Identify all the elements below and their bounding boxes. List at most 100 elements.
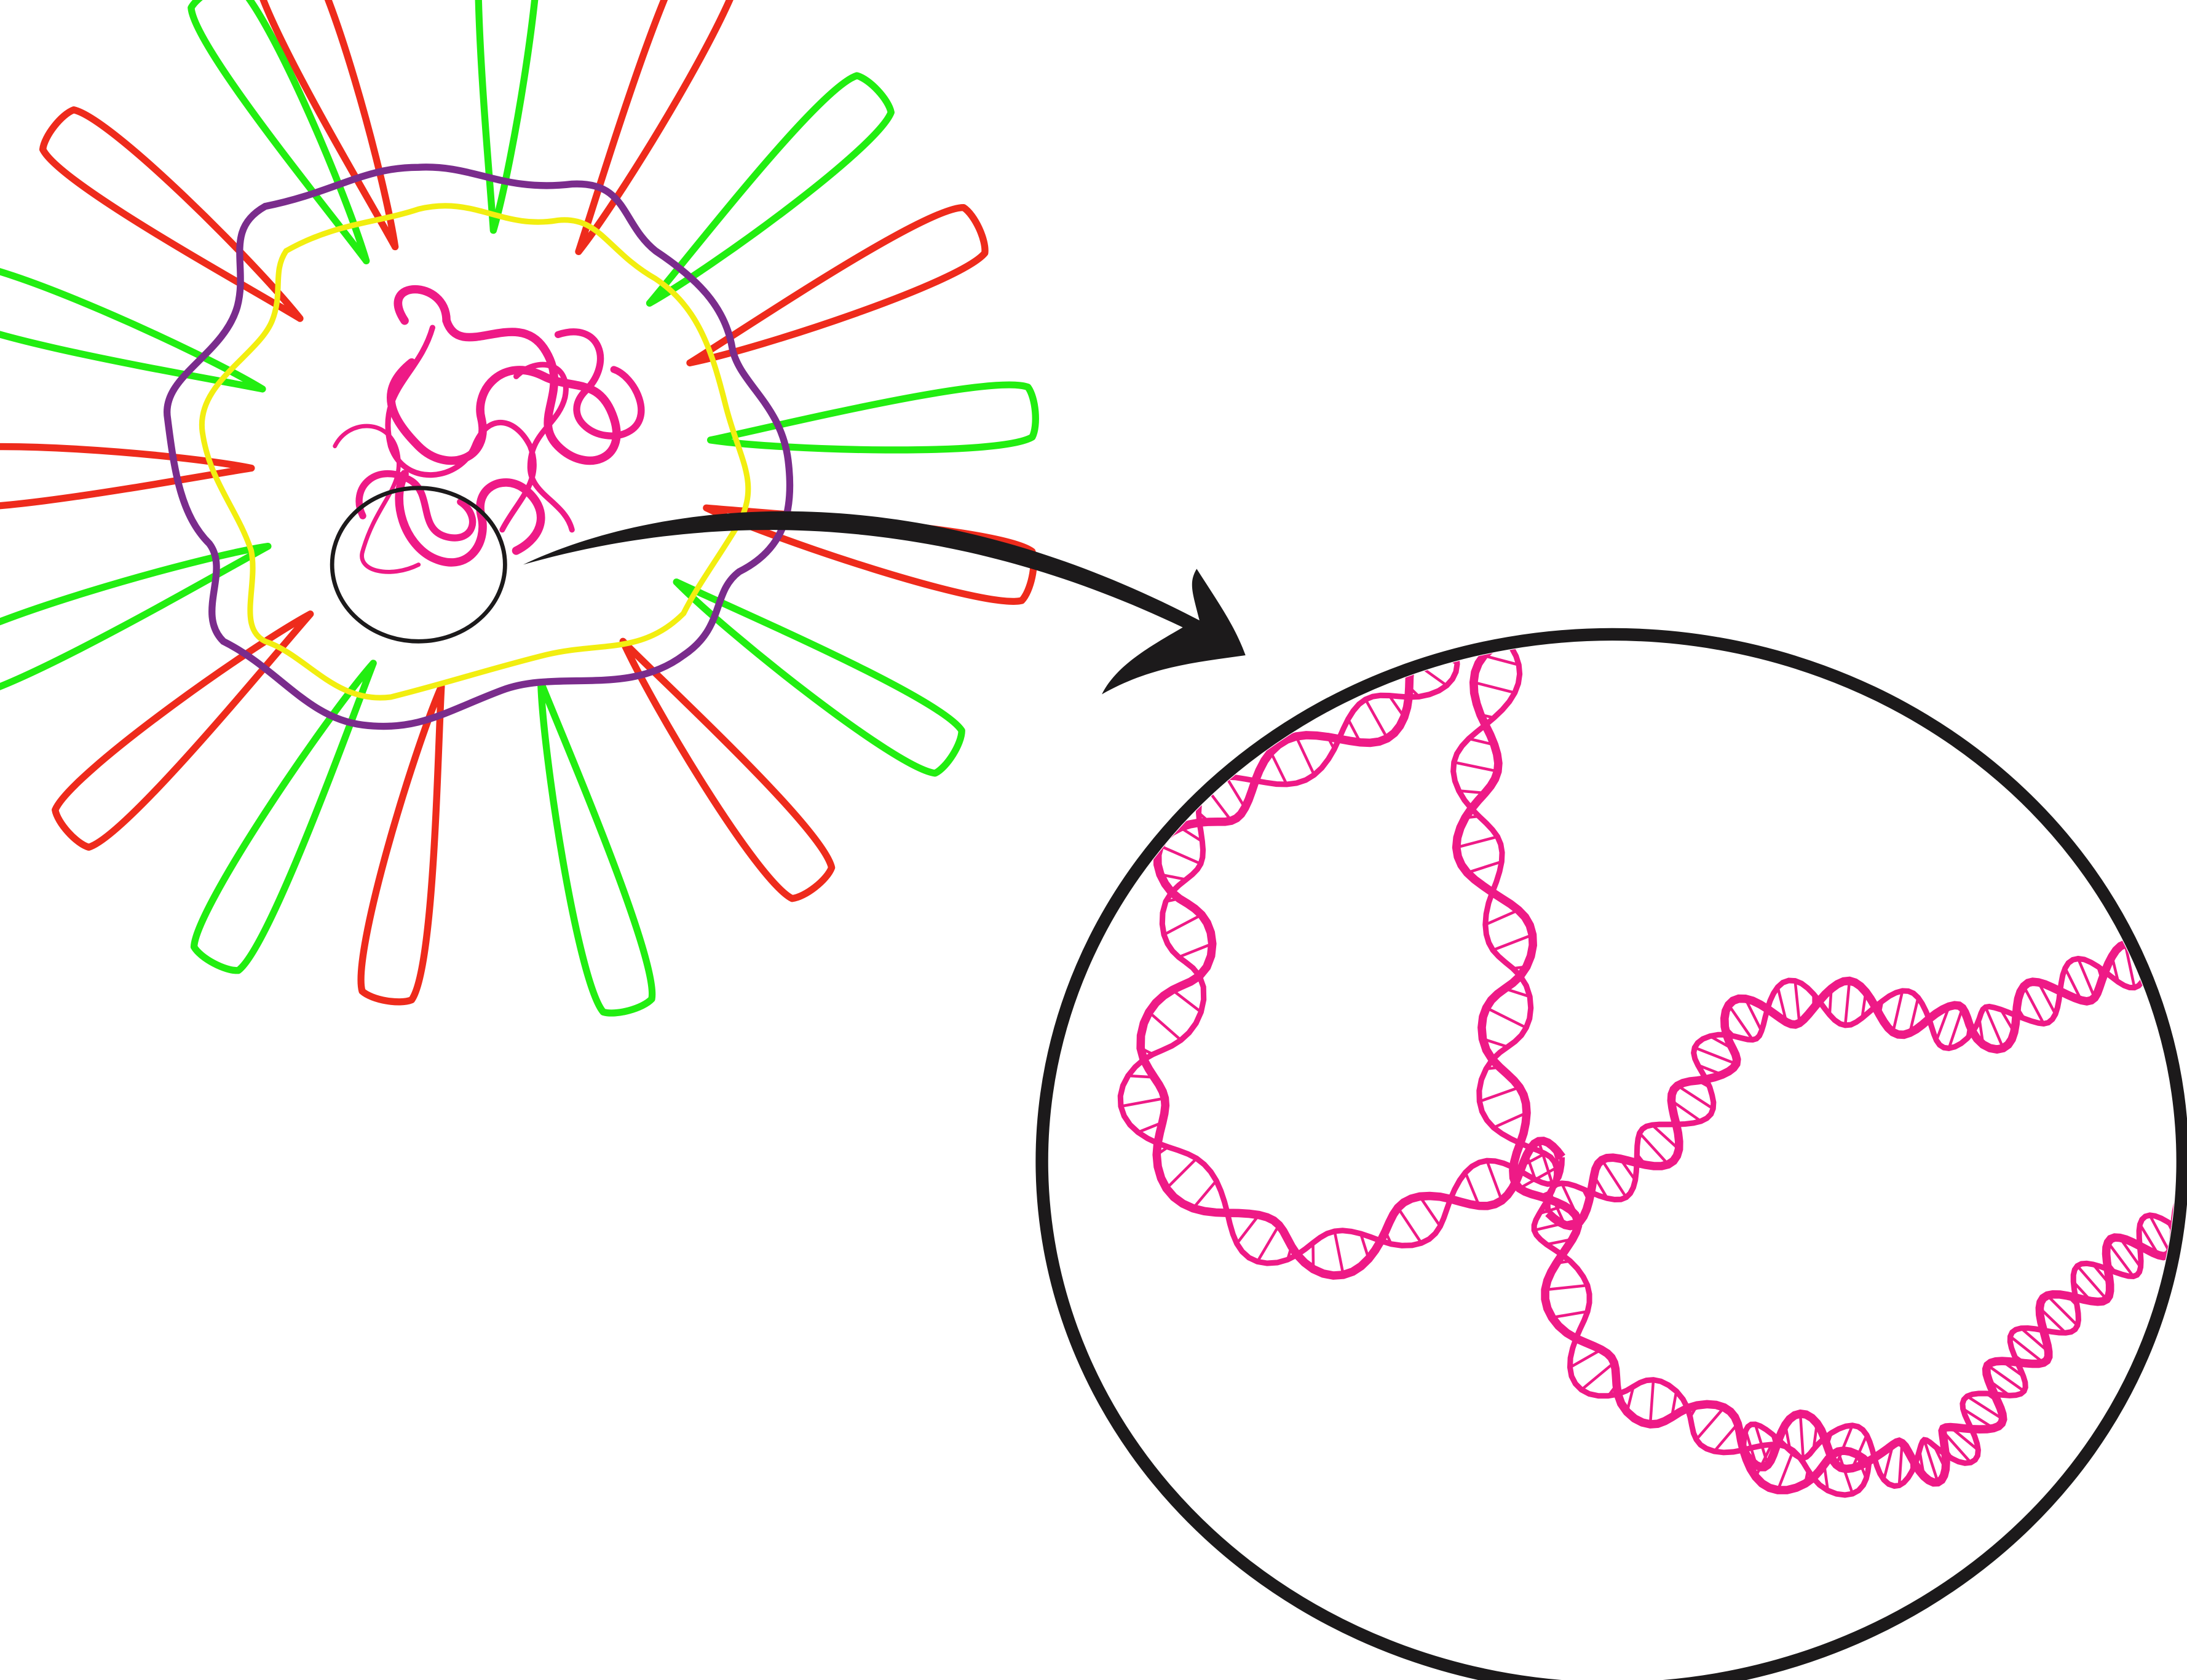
- base-pair-rung: [1908, 997, 1920, 1033]
- base-pair-rung: [1560, 1182, 1581, 1223]
- base-pair-rung: [2076, 1264, 2108, 1301]
- base-pair-rung: [1793, 980, 1801, 1023]
- base-pair-rung: [1962, 1407, 1995, 1430]
- base-pair-rung: [1891, 990, 1904, 1033]
- base-pair-rung: [1140, 1047, 1154, 1056]
- base-pair-rung: [1512, 1152, 1546, 1172]
- base-pair-rung: [1485, 909, 1519, 926]
- base-pair-rung: [1949, 1426, 1979, 1451]
- base-pair-rung: [1784, 1424, 1792, 1451]
- base-pair-rung: [2015, 1006, 2026, 1020]
- base-pair-rung: [1723, 1025, 1736, 1038]
- base-pair-rung: [1453, 760, 1498, 773]
- base-pair-rung: [1851, 1434, 1869, 1469]
- base-pair-rung: [1456, 835, 1498, 849]
- base-pair-rung: [1843, 980, 1851, 1026]
- red-spike: [619, 637, 836, 902]
- base-pair-rung: [2038, 1307, 2067, 1334]
- base-pair-rung: [1754, 1443, 1773, 1478]
- base-pair-rung: [1418, 1196, 1442, 1228]
- base-pair-rung: [1600, 1159, 1627, 1199]
- green-spike: [706, 381, 1039, 454]
- base-pair-rung: [1466, 860, 1502, 874]
- base-pair-rung: [1619, 1157, 1637, 1181]
- base-pair-rung: [1651, 1124, 1680, 1151]
- base-pair-rung: [1359, 1233, 1370, 1260]
- base-pair-rung: [1513, 965, 1527, 970]
- base-pair-rung: [1727, 1004, 1754, 1041]
- base-pair-rung: [1235, 1214, 1260, 1245]
- green-spike: [0, 267, 266, 393]
- base-pair-rung: [2009, 1335, 2045, 1364]
- base-pair-rung: [1776, 987, 1788, 1023]
- base-pair-rung: [1485, 1160, 1503, 1201]
- base-pair-rung: [1878, 1001, 1884, 1015]
- base-pair-rung: [2096, 966, 2103, 980]
- base-pair-rung: [1932, 1445, 1947, 1470]
- base-pair-rung: [2066, 1295, 2078, 1307]
- base-pair-rung: [1677, 1084, 1714, 1110]
- base-pair-rung: [2020, 1327, 2050, 1353]
- base-pair-rung: [1697, 1063, 1723, 1076]
- base-pair-rung: [1473, 680, 1516, 695]
- dna-strand: [1450, 641, 1872, 1498]
- red-spike: [575, 0, 734, 255]
- base-pair-rung: [1165, 897, 1180, 903]
- base-pair-rung: [2013, 1354, 2027, 1365]
- base-pair-rung: [1999, 1009, 2015, 1033]
- base-pair-rung: [1984, 1006, 2005, 1049]
- base-pair-rung: [1580, 1362, 1615, 1391]
- base-pair-rung: [1408, 686, 1420, 698]
- dna-strand: [1452, 641, 1872, 1494]
- base-pair-rung: [2063, 967, 2083, 1001]
- base-pair-rung: [1171, 988, 1202, 1014]
- base-pair-rung: [2037, 981, 2057, 1015]
- base-pair-rung: [1128, 1074, 1155, 1079]
- base-pair-rung: [1556, 1260, 1571, 1265]
- base-pair-rung: [1671, 1099, 1702, 1122]
- base-pair-rung: [2110, 956, 2120, 982]
- green-spike: [646, 72, 895, 307]
- dna-strand: [1117, 641, 1565, 1266]
- red-spike: [686, 203, 989, 366]
- magnifier-lens: [1035, 628, 2187, 1680]
- base-pair-rung: [1581, 1188, 1591, 1202]
- base-pair-rung: [1197, 811, 1210, 823]
- green-spike: [673, 578, 965, 777]
- base-pair-rung: [1670, 1390, 1678, 1418]
- base-pair-rung: [1709, 1035, 1734, 1051]
- green-spike: [188, 0, 370, 265]
- base-pair-rung: [1538, 1204, 1565, 1215]
- base-pair-rung: [1148, 1011, 1182, 1041]
- red-spike: [0, 443, 255, 510]
- base-pair-rung: [2124, 944, 2136, 988]
- base-pair-rung: [1688, 1404, 1699, 1418]
- base-pair-rung: [1120, 1097, 1165, 1108]
- base-pair-rung: [1828, 988, 1833, 1015]
- base-pair-rung: [1519, 1166, 1557, 1190]
- base-pair-rung: [2001, 1360, 2025, 1378]
- base-pair-rung: [1163, 913, 1203, 936]
- base-pair-rung: [1822, 1464, 1830, 1491]
- base-pair-rung: [1225, 776, 1246, 809]
- base-pair-rung: [1776, 1449, 1795, 1491]
- base-pair-rung: [1137, 1121, 1163, 1134]
- base-pair-rung: [1648, 1379, 1655, 1425]
- base-pair-rung: [1987, 1364, 2025, 1392]
- base-pair-rung: [1544, 1284, 1588, 1292]
- base-pair-rung: [2106, 1241, 2135, 1277]
- base-pair-rung: [1458, 789, 1485, 795]
- base-pair-rung: [2046, 1294, 2079, 1327]
- base-pair-rung: [1744, 998, 1763, 1032]
- base-pair-rung: [1713, 1422, 1739, 1453]
- base-pair-rung: [1754, 1424, 1770, 1465]
- envelope-membrane: [163, 164, 794, 730]
- base-pair-rung: [1897, 1443, 1904, 1486]
- base-pair-rung: [2138, 1223, 2160, 1256]
- base-pair-rung: [1333, 1231, 1345, 1276]
- base-pair-rung: [1694, 1046, 1737, 1065]
- base-pair-rung: [1479, 1086, 1521, 1103]
- dna-strand: [1740, 1212, 2176, 1489]
- base-pair-rung: [1525, 1154, 1537, 1180]
